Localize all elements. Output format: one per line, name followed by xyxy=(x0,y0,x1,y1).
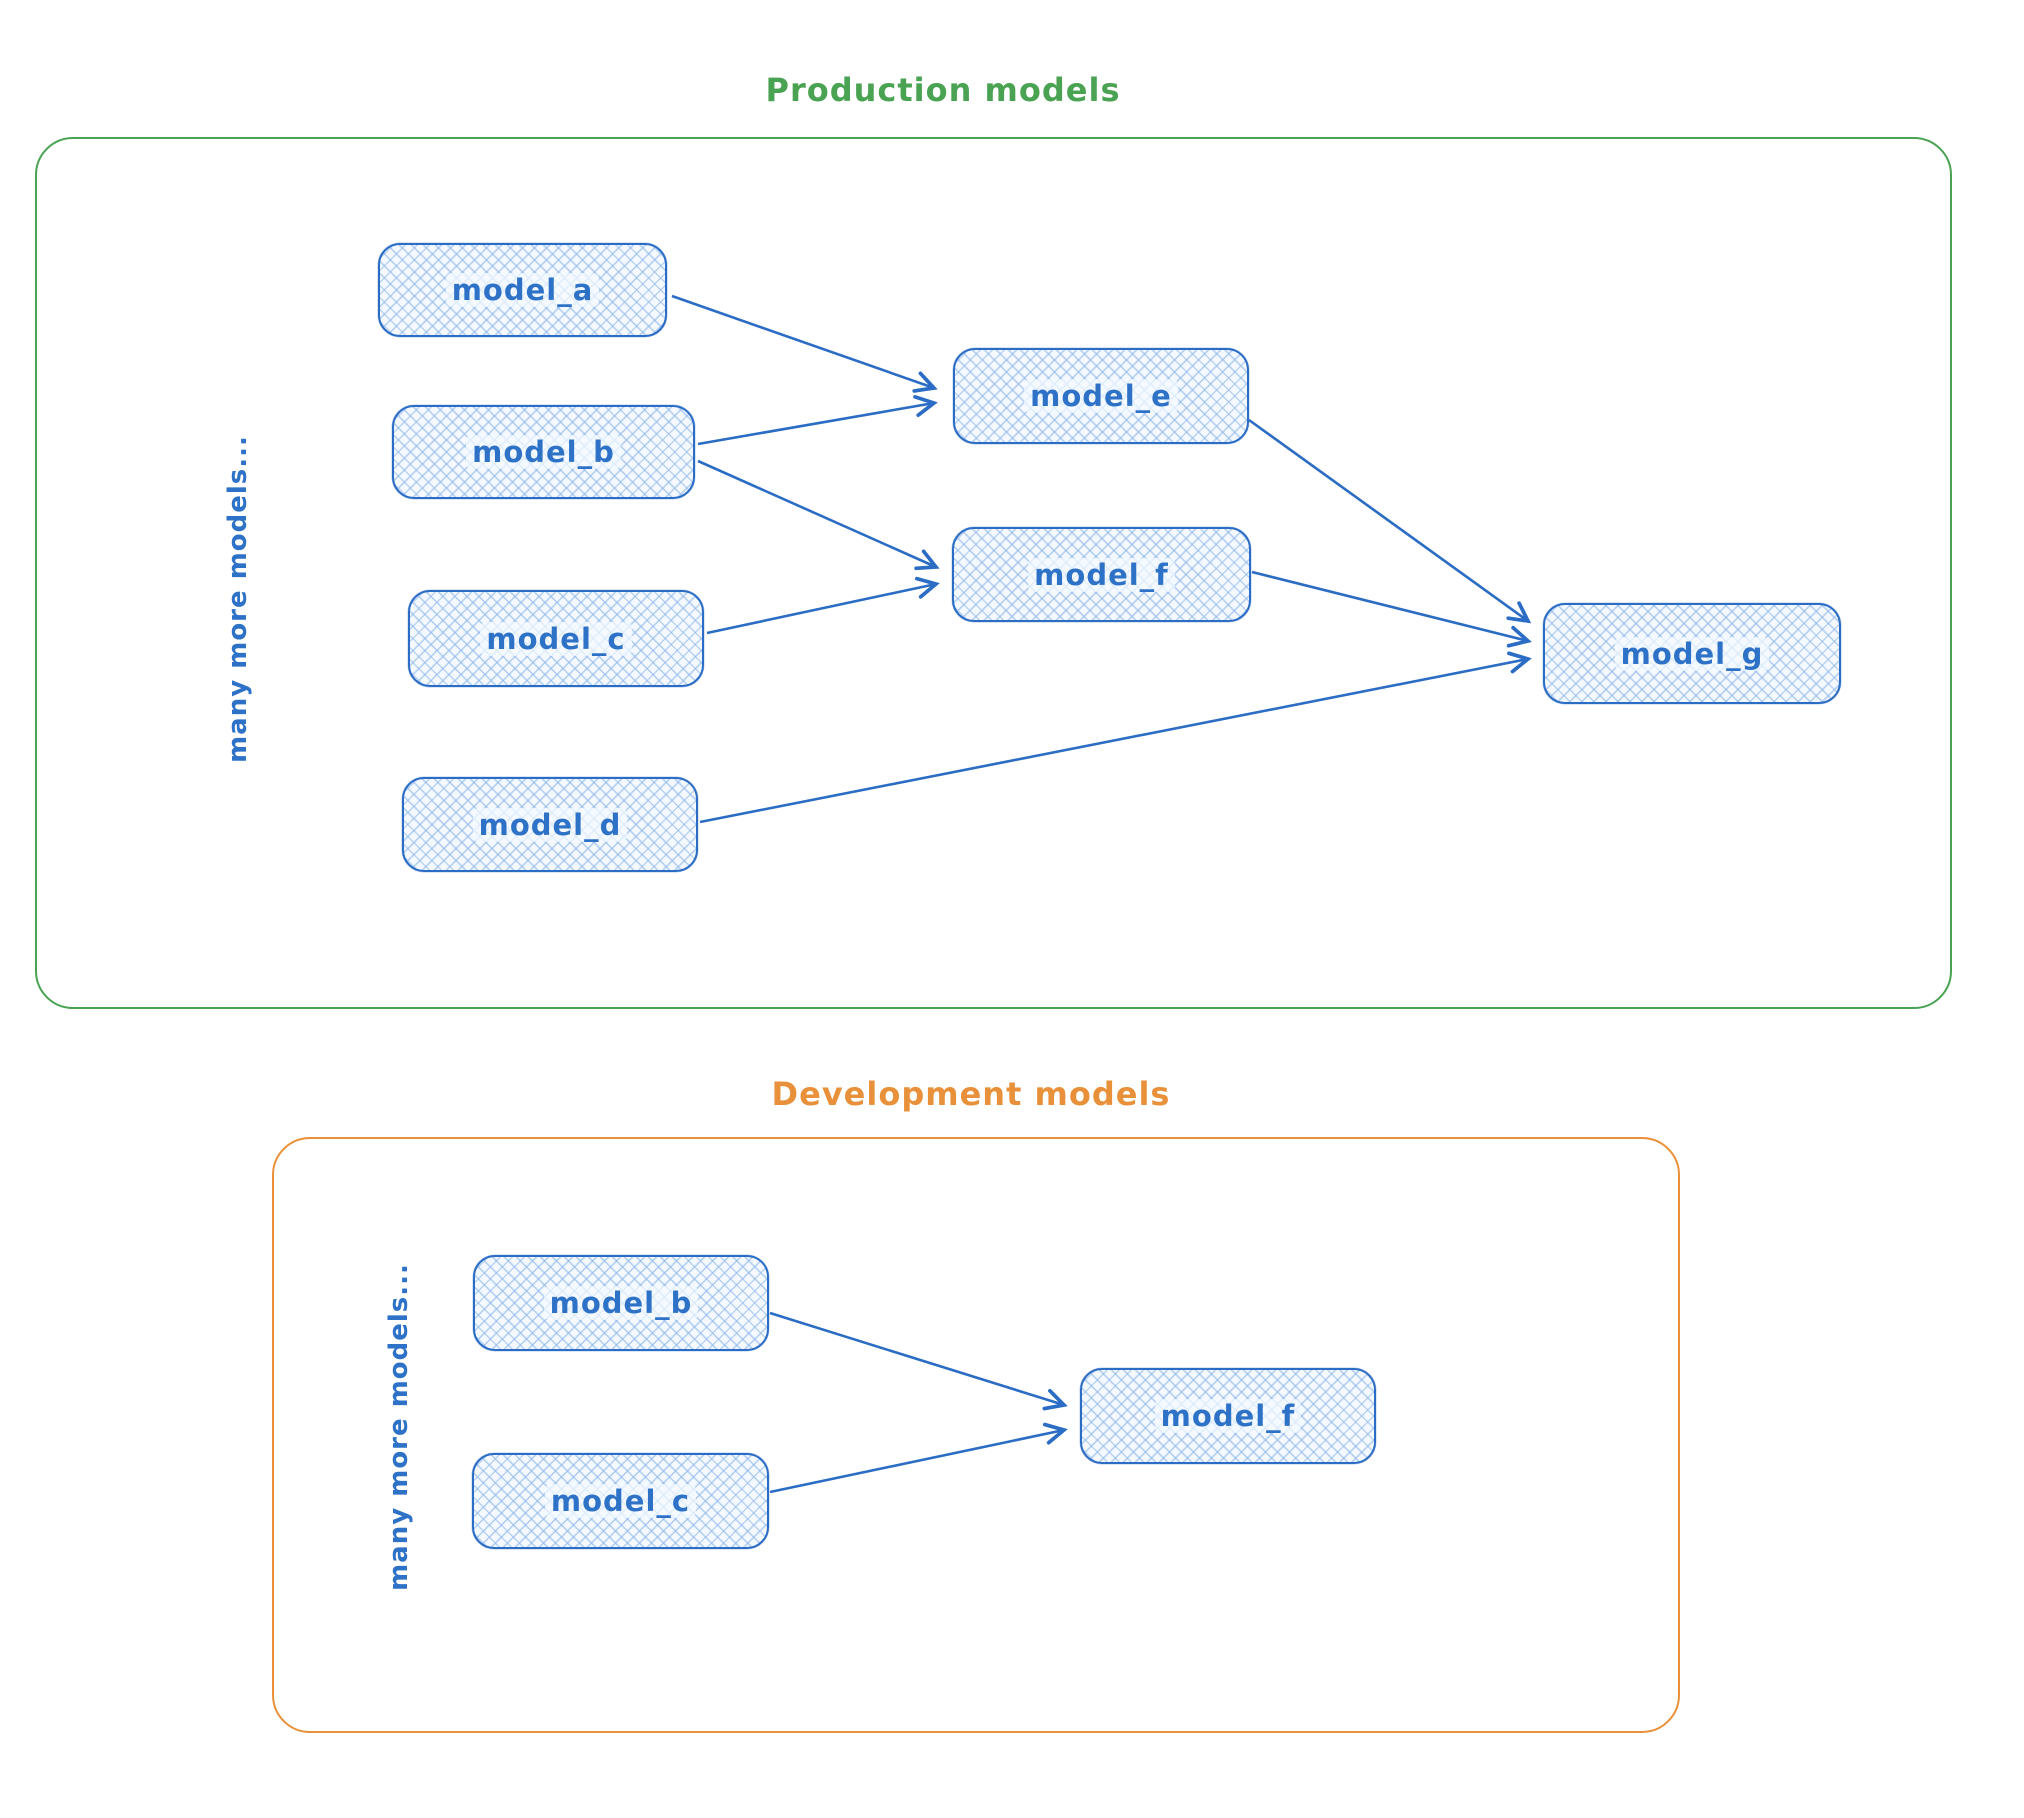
node-development-model_b: model_b xyxy=(473,1255,769,1351)
production-side-label: many more models... xyxy=(223,435,253,763)
development-side-label: many more models... xyxy=(384,1263,414,1591)
node-production-model_g: model_g xyxy=(1543,603,1841,704)
development-section-title: Development models xyxy=(771,1075,1171,1113)
node-production-model_a: model_a xyxy=(378,243,667,337)
node-development-model_c: model_c xyxy=(472,1453,769,1549)
node-production-model_d: model_d xyxy=(402,777,698,872)
development-frame xyxy=(272,1137,1680,1733)
node-label-model_f: model_f xyxy=(1028,557,1175,592)
node-label-model_g: model_g xyxy=(1614,636,1770,671)
node-label-model_e: model_e xyxy=(1024,379,1178,413)
node-label-model_c: model_c xyxy=(480,621,632,656)
production-section-title: Production models xyxy=(765,71,1121,109)
node-production-model_e: model_e xyxy=(953,348,1249,444)
node-label-dev-model_c: model_c xyxy=(544,1484,697,1518)
node-development-model_f: model_f xyxy=(1080,1368,1376,1464)
production-frame xyxy=(35,137,1952,1009)
node-label-model_b: model_b xyxy=(466,435,621,469)
node-label-dev-model_f: model_f xyxy=(1154,1399,1302,1433)
node-production-model_c: model_c xyxy=(408,590,704,687)
node-label-model_d: model_d xyxy=(472,807,628,842)
node-label-model_a: model_a xyxy=(445,273,600,307)
node-production-model_f: model_f xyxy=(952,527,1251,622)
node-label-dev-model_b: model_b xyxy=(543,1286,699,1320)
node-production-model_b: model_b xyxy=(392,405,695,499)
